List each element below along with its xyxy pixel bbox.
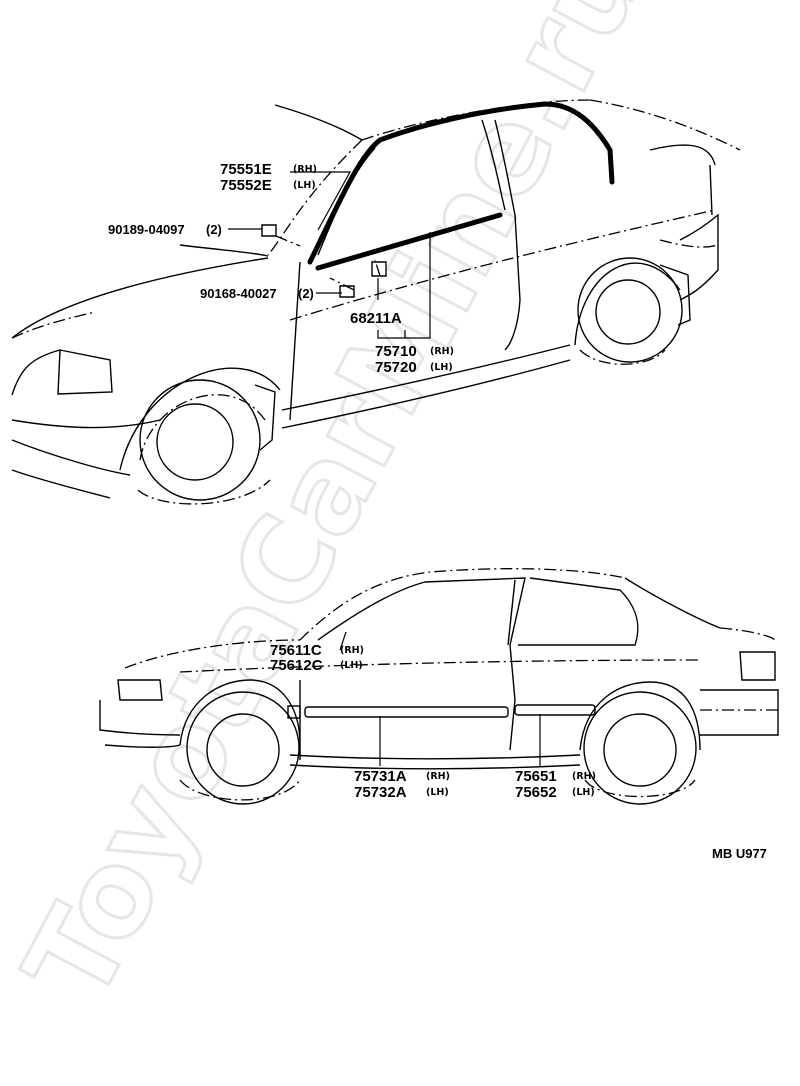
- svg-text:75651: 75651: [515, 768, 557, 785]
- svg-text:(2): (2): [206, 222, 222, 237]
- callout-75652: 75652 (LH): [515, 784, 595, 801]
- callout-75720: 75720 (LH): [375, 359, 453, 376]
- svg-text:(LH): (LH): [426, 787, 449, 798]
- svg-text:75720: 75720: [375, 359, 417, 376]
- callout-75611c: 75611C (RH): [270, 642, 364, 659]
- lower-car-illustration: [99, 568, 779, 805]
- lower-leader-lines: [339, 631, 541, 766]
- upper-car-illustration: [11, 99, 741, 505]
- callout-75612c: 75612C (LH): [270, 657, 363, 674]
- svg-text:75612C: 75612C: [270, 657, 323, 674]
- upper-leader-lines: [228, 171, 431, 339]
- callout-75651: 75651 (RH): [515, 768, 596, 785]
- svg-text:75710: 75710: [375, 343, 417, 360]
- callout-75731a: 75731A (RH): [354, 768, 450, 785]
- svg-text:(RH): (RH): [340, 645, 364, 656]
- svg-text:(2): (2): [298, 286, 314, 301]
- svg-text:(LH): (LH): [430, 362, 453, 373]
- callout-75552e: 75552E (LH): [220, 177, 316, 194]
- callout-90189-04097: 90189-04097 (2): [108, 222, 222, 237]
- callout-75710: 75710 (RH): [375, 343, 454, 360]
- svg-text:(RH): (RH): [572, 771, 596, 782]
- svg-text:75552E: 75552E: [220, 177, 272, 194]
- svg-text:68211A: 68211A: [350, 310, 402, 327]
- callout-68211a: 68211A: [350, 310, 402, 327]
- callout-75732a: 75732A (LH): [354, 784, 449, 801]
- svg-text:(RH): (RH): [430, 346, 454, 357]
- svg-text:90189-04097: 90189-04097: [108, 222, 185, 237]
- svg-text:75611C: 75611C: [270, 642, 322, 659]
- svg-text:(LH): (LH): [293, 180, 316, 191]
- svg-text:(LH): (LH): [572, 787, 595, 798]
- svg-text:90168-40027: 90168-40027: [200, 286, 277, 301]
- callout-75551e: 75551E (RH): [220, 161, 317, 178]
- watermark: ToyotaCarMine.ru: [0, 0, 672, 1025]
- svg-text:(RH): (RH): [426, 771, 450, 782]
- drawing-code: MB U977: [712, 846, 767, 861]
- svg-text:(LH): (LH): [340, 660, 363, 671]
- svg-text:75732A: 75732A: [354, 784, 407, 801]
- svg-text:75731A: 75731A: [354, 768, 407, 785]
- svg-text:(RH): (RH): [293, 164, 317, 175]
- svg-text:75551E: 75551E: [220, 161, 272, 178]
- callout-90168-40027: 90168-40027 (2): [200, 286, 314, 301]
- svg-text:75652: 75652: [515, 784, 557, 801]
